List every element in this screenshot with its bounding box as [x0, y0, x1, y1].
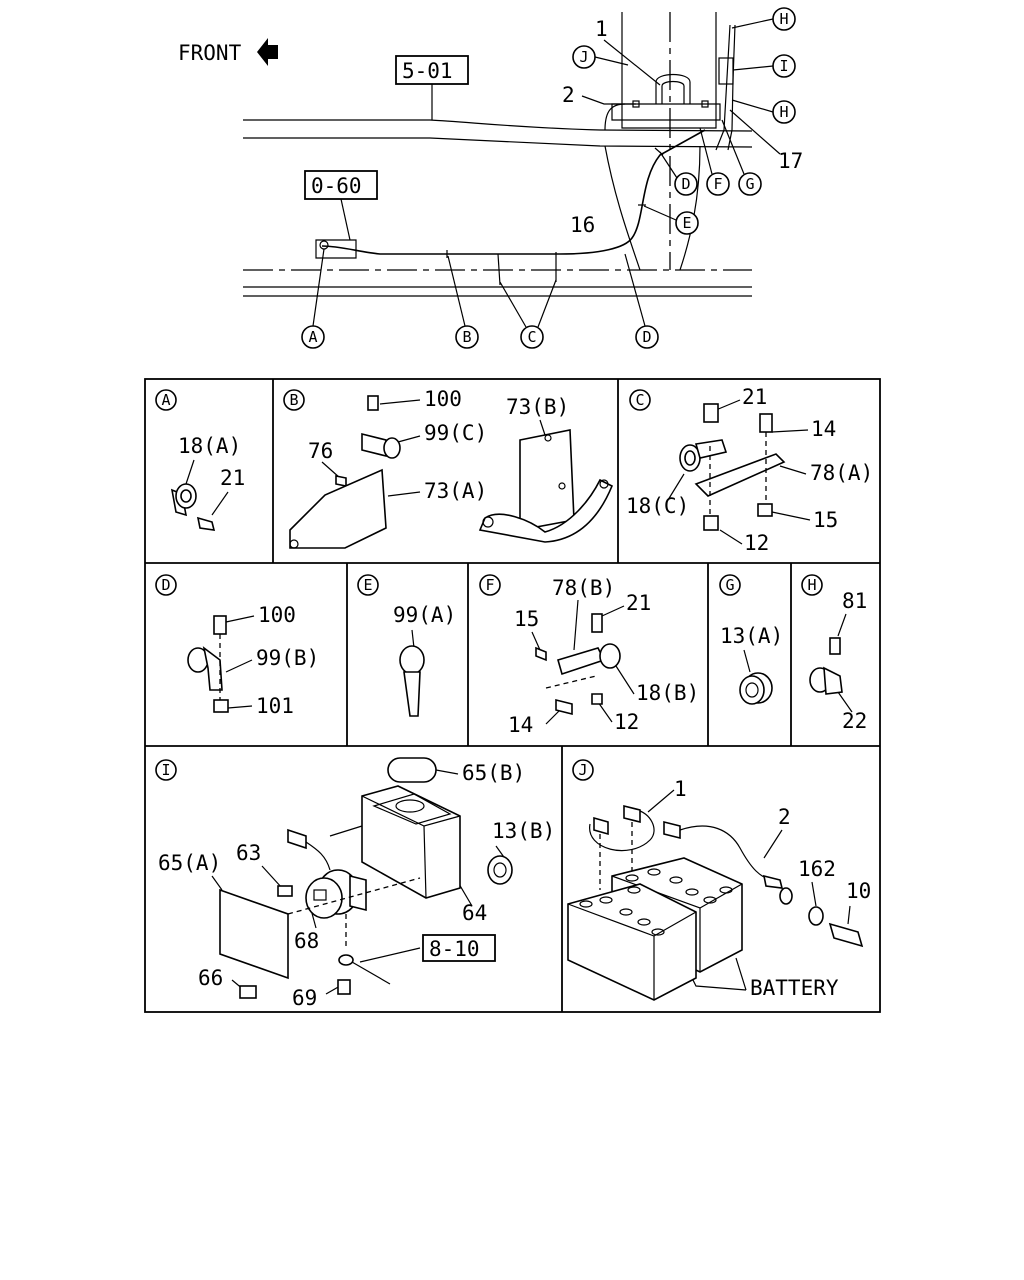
detail-j-label-battery: BATTERY — [750, 976, 839, 1000]
detail-f-letter: F — [485, 576, 494, 594]
callout-d-top: D — [659, 151, 698, 196]
detail-a: A 18(A) 21 — [155, 389, 245, 531]
svg-text:B: B — [462, 328, 471, 346]
detail-b: B 100 99(C) 76 73(A) 73(B) — [283, 387, 614, 549]
detail-j-label-1: 1 — [674, 777, 687, 801]
detail-d-label-101: 101 — [256, 694, 294, 718]
detail-c-label-15: 15 — [813, 508, 838, 532]
detail-c-label-12: 12 — [744, 531, 769, 555]
part-label-1: 1 — [595, 17, 608, 41]
detail-c-label-21: 21 — [742, 385, 767, 409]
svg-text:G: G — [745, 175, 754, 193]
detail-j-label-10: 10 — [846, 879, 871, 903]
detail-i-label-13b: 13(B) — [492, 819, 555, 843]
detail-h: H 81 22 — [801, 574, 867, 733]
svg-text:H: H — [779, 103, 788, 121]
detail-f: F 78(B) 21 15 18(B) 14 12 — [479, 574, 699, 737]
detail-j-label-162: 162 — [798, 857, 836, 881]
detail-i-label-68: 68 — [294, 929, 319, 953]
detail-j: J 1 2 162 10 BATTERY — [567, 759, 871, 1001]
front-arrow-icon — [257, 38, 278, 66]
callout-h-mid: H — [731, 99, 796, 124]
detail-i: I 65(B) 13(B) 63 65(A) 68 64 66 69 8-10 — [155, 757, 555, 1010]
detail-f-label-14: 14 — [508, 713, 533, 737]
detail-i-letter: I — [161, 761, 170, 779]
callout-j: J — [572, 45, 629, 69]
detail-i-label-66: 66 — [198, 966, 223, 990]
detail-b-label-99c: 99(C) — [424, 421, 487, 445]
detail-f-label-21: 21 — [626, 591, 651, 615]
front-label: FRONT — [178, 41, 242, 65]
detail-h-label-22: 22 — [842, 709, 867, 733]
callout-b: B — [447, 255, 479, 349]
callout-d-bottom: D — [624, 253, 659, 349]
part-label-17: 17 — [778, 149, 803, 173]
ref-box-5-01: 5-01 — [402, 59, 453, 83]
detail-j-label-2: 2 — [778, 805, 791, 829]
detail-i-label-63: 63 — [236, 841, 261, 865]
part-label-2: 2 — [562, 83, 575, 107]
svg-text:J: J — [579, 48, 588, 66]
callout-e: E — [643, 205, 699, 235]
detail-f-label-78b: 78(B) — [552, 576, 615, 600]
detail-d-label-99b: 99(B) — [256, 646, 319, 670]
detail-b-label-100: 100 — [424, 387, 462, 411]
svg-text:H: H — [779, 10, 788, 28]
detail-b-label-73a: 73(A) — [424, 479, 487, 503]
detail-a-label-21: 21 — [220, 466, 245, 490]
detail-b-label-73b: 73(B) — [506, 395, 569, 419]
callout-a: A — [301, 248, 325, 349]
detail-f-label-18b: 18(B) — [636, 681, 699, 705]
detail-g: G 13(A) — [719, 574, 783, 705]
callout-g: G — [721, 119, 762, 196]
detail-i-label-64: 64 — [462, 901, 487, 925]
svg-text:E: E — [682, 214, 691, 232]
detail-f-label-12: 12 — [614, 710, 639, 734]
ref-box-0-60: 0-60 — [311, 174, 362, 198]
detail-f-label-15: 15 — [514, 607, 539, 631]
detail-b-letter: B — [289, 391, 298, 409]
detail-g-label-13a: 13(A) — [720, 624, 783, 648]
detail-c-label-14: 14 — [811, 417, 836, 441]
detail-e-letter: E — [363, 576, 372, 594]
detail-a-label-18a: 18(A) — [178, 434, 241, 458]
detail-h-label-81: 81 — [842, 589, 867, 613]
detail-c-letter: C — [635, 391, 644, 409]
detail-c-label-18c: 18(C) — [626, 494, 689, 518]
detail-d-label-100: 100 — [258, 603, 296, 627]
detail-i-ref-box: 8-10 — [429, 937, 480, 961]
svg-text:F: F — [713, 175, 722, 193]
detail-i-label-65a: 65(A) — [158, 851, 221, 875]
detail-d: D 100 99(B) 101 — [155, 574, 319, 718]
detail-d-letter: D — [161, 576, 170, 594]
callout-i: I — [732, 54, 796, 78]
callout-c: C — [499, 279, 557, 349]
callout-f: F — [699, 127, 730, 196]
detail-e: E 99(A) — [357, 574, 456, 717]
detail-i-label-65b: 65(B) — [462, 761, 525, 785]
detail-j-letter: J — [578, 761, 587, 779]
detail-h-letter: H — [807, 576, 816, 594]
detail-c-label-78a: 78(A) — [810, 461, 873, 485]
detail-g-letter: G — [725, 576, 734, 594]
svg-text:C: C — [527, 328, 536, 346]
callout-h-top: H — [731, 7, 796, 31]
svg-text:D: D — [642, 328, 651, 346]
detail-i-label-69: 69 — [292, 986, 317, 1010]
svg-text:A: A — [308, 328, 317, 346]
detail-e-label-99a: 99(A) — [393, 603, 456, 627]
detail-c: C 21 14 78(A) 18(C) 15 12 — [626, 385, 873, 555]
part-label-16: 16 — [570, 213, 595, 237]
detail-b-label-76: 76 — [308, 439, 333, 463]
detail-grid — [144, 378, 881, 1013]
detail-a-letter: A — [161, 391, 170, 409]
overview-section: FRONT 5-01 0-60 — [178, 7, 803, 349]
svg-text:D: D — [681, 175, 690, 193]
svg-text:I: I — [779, 57, 788, 75]
